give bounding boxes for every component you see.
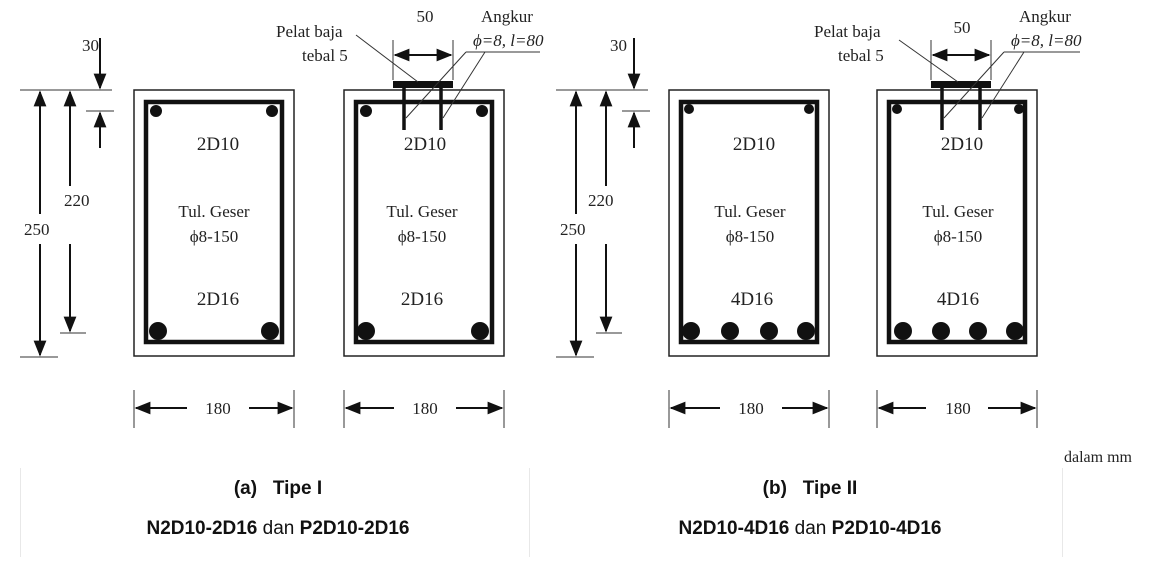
shear-label: Tul. Geser [178, 202, 249, 221]
dimension-group-left-type1: 30 220 250 [18, 36, 114, 358]
anchor-spec-label: ϕ=8, l=80 [1011, 31, 1082, 50]
unit-note: dalam mm [1064, 449, 1133, 466]
dimension-group-left-type2: 30 220 250 [554, 36, 650, 358]
dim-220-label: 220 [64, 191, 90, 210]
anchor-label: Angkur [481, 7, 533, 26]
shear-spacing-label: ϕ8-150 [726, 227, 775, 246]
dim-50-label: 50 [954, 18, 971, 37]
beam-section-n-type2: 2D10 Tul. Geser ϕ8-150 4D16 [668, 89, 830, 357]
width-dimension-n-type1: 180 [133, 390, 295, 428]
caption-type-name: Tipe II [802, 478, 858, 499]
dim-30-label: 30 [82, 36, 99, 55]
caption-panel-type2 [528, 468, 1063, 557]
specimen-p-label: P2D10-2D16 [299, 518, 410, 539]
dim-50-label: 50 [417, 7, 434, 26]
shear-label: Tul. Geser [714, 202, 785, 221]
shear-label: Tul. Geser [922, 202, 993, 221]
specimen-n-label: N2D10-4D16 [678, 518, 790, 539]
dim-180-label: 180 [945, 399, 971, 418]
beam-section-p-type1: 2D10 Tul. Geser ϕ8-150 2D16 50 Pelat baj… [276, 7, 544, 357]
top-bars-label: 2D10 [733, 134, 775, 155]
steel-plate [393, 81, 453, 88]
beam-section-p-type2: 2D10 Tul. Geser ϕ8-150 4D16 50 Pelat baj… [814, 7, 1082, 357]
caption-type-name: Tipe I [272, 478, 323, 499]
caption-panel-type1 [20, 468, 530, 557]
specimen-p-label: P2D10-4D16 [831, 518, 942, 539]
width-dimension-n-type2: 180 [668, 390, 830, 428]
caption-specimens-type1: N2D10-2D16 dan P2D10-2D16 [18, 518, 538, 540]
caption-conjunction: dan [794, 518, 827, 539]
caption-specimens-type2: N2D10-4D16 dan P2D10-4D16 [550, 518, 1070, 540]
plate-label: Pelat baja [276, 22, 343, 41]
dim-180-label: 180 [412, 399, 438, 418]
caption-title-type1: (a) Tipe I [18, 478, 538, 500]
anchor-label: Angkur [1019, 7, 1071, 26]
bottom-bars-label: 4D16 [937, 289, 979, 310]
width-dimension-p-type2: 180 [876, 390, 1038, 428]
shear-spacing-label: ϕ8-150 [190, 227, 239, 246]
dim-180-label: 180 [738, 399, 764, 418]
width-dimension-p-type1: 180 [343, 390, 505, 428]
plate-thickness-label: tebal 5 [302, 46, 348, 65]
shear-label: Tul. Geser [386, 202, 457, 221]
caption-letter: (b) [762, 478, 787, 499]
plate-label: Pelat baja [814, 22, 881, 41]
plate-thickness-label: tebal 5 [838, 46, 884, 65]
dim-30-label: 30 [610, 36, 627, 55]
top-bars-label: 2D10 [941, 134, 983, 155]
top-bars-label: 2D10 [404, 134, 446, 155]
bottom-bars-label: 2D16 [401, 289, 443, 310]
bottom-bars-label: 2D16 [197, 289, 239, 310]
top-bars-label: 2D10 [197, 134, 239, 155]
specimen-n-label: N2D10-2D16 [146, 518, 258, 539]
shear-spacing-label: ϕ8-150 [398, 227, 447, 246]
dim-250-label: 250 [560, 220, 586, 239]
caption-letter: (a) [233, 478, 258, 499]
anchor-spec-label: ϕ=8, l=80 [473, 31, 544, 50]
dim-180-label: 180 [205, 399, 231, 418]
dim-250-label: 250 [24, 220, 50, 239]
beam-section-n-type1: 2D10 Tul. Geser ϕ8-150 2D16 [133, 89, 295, 357]
dim-220-label: 220 [588, 191, 614, 210]
caption-title-type2: (b) Tipe II [550, 478, 1070, 500]
steel-plate [931, 81, 991, 88]
bottom-bars-label: 4D16 [731, 289, 773, 310]
shear-spacing-label: ϕ8-150 [934, 227, 983, 246]
caption-conjunction: dan [262, 518, 295, 539]
